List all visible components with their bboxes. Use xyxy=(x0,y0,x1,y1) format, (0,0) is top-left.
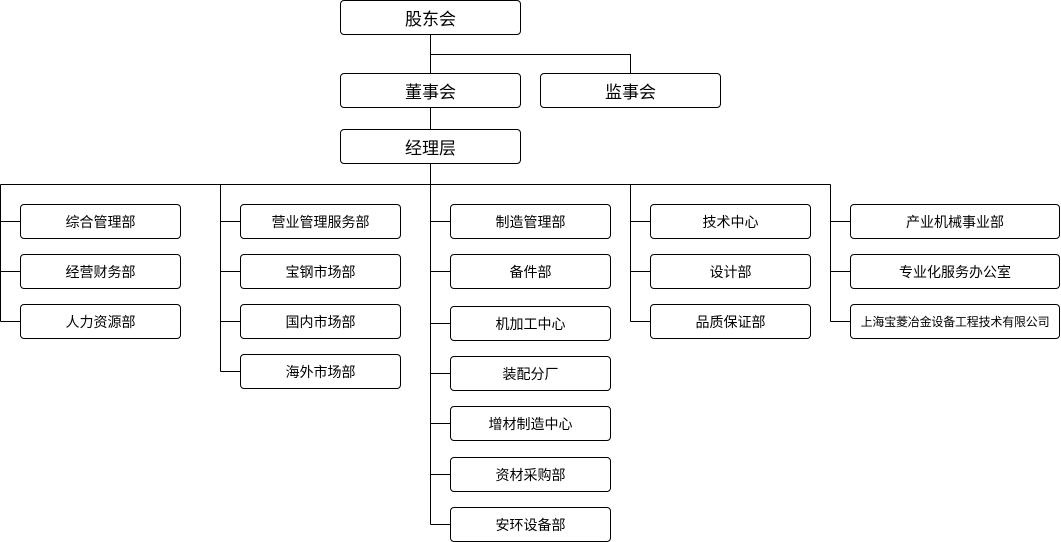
dept-col3-item3[interactable]: 机加工中心 xyxy=(450,306,611,341)
dept-col4-item1[interactable]: 技术中心 xyxy=(650,204,811,239)
dept-col2-item2[interactable]: 宝钢市场部 xyxy=(240,254,401,289)
dept-col4-item3[interactable]: 品质保证部 xyxy=(650,304,811,339)
dept-col2-item3[interactable]: 国内市场部 xyxy=(240,304,401,339)
dept-col5-item1[interactable]: 产业机械事业部 xyxy=(850,204,1060,239)
dept-col2-item1[interactable]: 营业管理服务部 xyxy=(240,204,401,239)
node-supervisors[interactable]: 监事会 xyxy=(540,73,721,108)
dept-col5-item3[interactable]: 上海宝菱冶金设备工程技术有限公司 xyxy=(850,304,1060,339)
dept-col3-item2[interactable]: 备件部 xyxy=(450,254,611,289)
node-shareholders[interactable]: 股东会 xyxy=(340,0,521,35)
dept-col3-item6[interactable]: 资材采购部 xyxy=(450,457,611,492)
dept-col1-item2[interactable]: 经营财务部 xyxy=(20,254,181,289)
dept-col2-item4[interactable]: 海外市场部 xyxy=(240,354,401,389)
dept-col3-item1[interactable]: 制造管理部 xyxy=(450,204,611,239)
dept-col3-item7[interactable]: 安环设备部 xyxy=(450,507,611,542)
node-board[interactable]: 董事会 xyxy=(340,73,521,108)
dept-col3-item5[interactable]: 增材制造中心 xyxy=(450,406,611,441)
dept-col1-item3[interactable]: 人力资源部 xyxy=(20,304,181,339)
dept-col3-item4[interactable]: 装配分厂 xyxy=(450,356,611,391)
connector-shareholders-supervisors xyxy=(430,54,631,74)
dept-col1-item1[interactable]: 综合管理部 xyxy=(20,204,181,239)
dept-col5-item2[interactable]: 专业化服务办公室 xyxy=(850,254,1060,289)
dept-col4-item2[interactable]: 设计部 xyxy=(650,254,811,289)
node-management[interactable]: 经理层 xyxy=(340,129,521,164)
